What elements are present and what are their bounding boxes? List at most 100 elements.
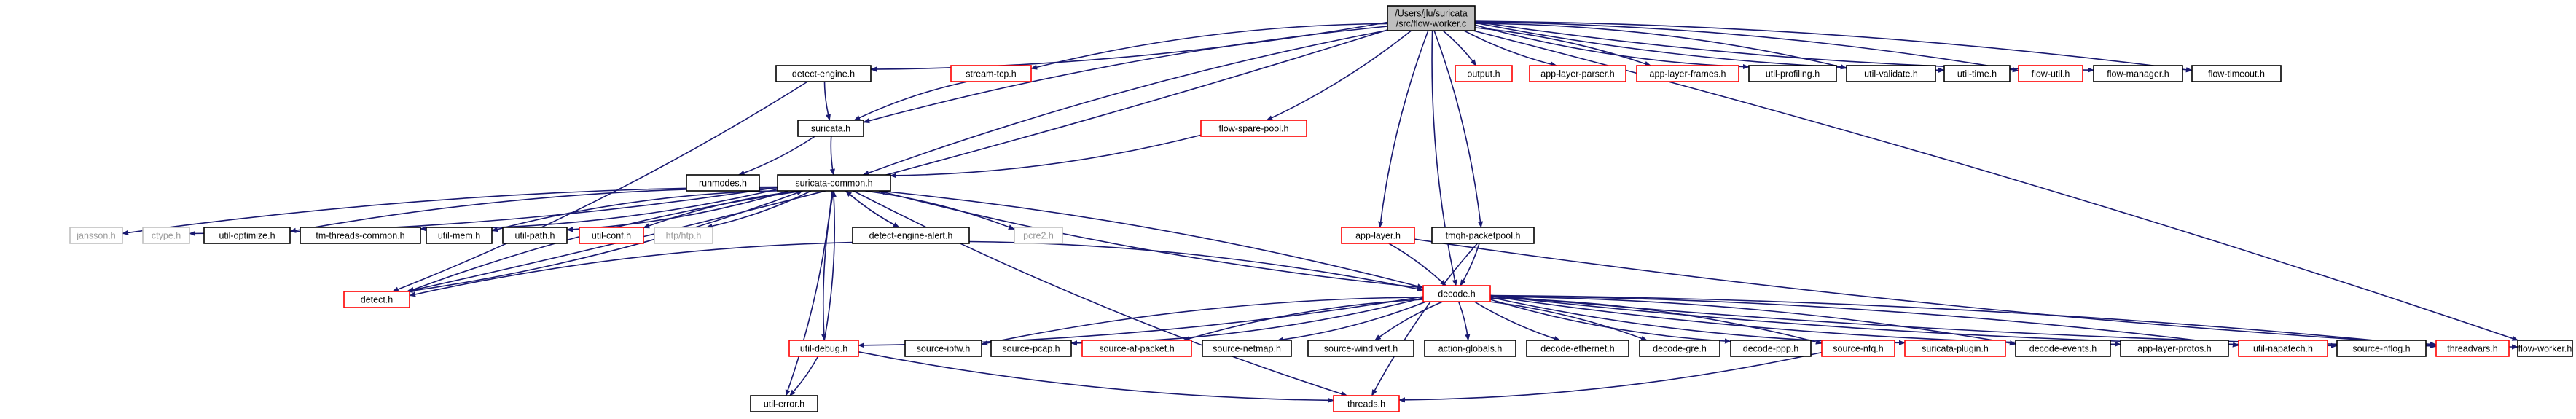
node-source-ipfw[interactable]: source-ipfw.h bbox=[904, 340, 982, 357]
node-source-af-packet[interactable]: source-af-packet.h bbox=[1081, 340, 1192, 357]
edge-root-to-decode bbox=[1431, 30, 1457, 286]
node-action-globals[interactable]: action-globals.h bbox=[1424, 340, 1516, 357]
node-app-layer-parser[interactable]: app-layer-parser.h bbox=[1529, 65, 1626, 82]
node-htp[interactable]: htp/htp.h bbox=[654, 227, 713, 244]
node-label: detect.h bbox=[361, 295, 394, 305]
edge-util-debug-to-util-error bbox=[789, 356, 819, 396]
node-box bbox=[1730, 340, 1812, 357]
node-util-error[interactable]: util-error.h bbox=[750, 395, 818, 412]
node-util-time[interactable]: util-time.h bbox=[1943, 65, 2011, 82]
node-box bbox=[852, 227, 970, 244]
node-detect[interactable]: detect.h bbox=[343, 291, 410, 308]
edge-decode-to-util-napatech bbox=[1489, 295, 2239, 348]
node-app-layer-frames[interactable]: app-layer-frames.h bbox=[1636, 65, 1739, 82]
node-source-nflog[interactable]: source-nflog.h bbox=[2336, 340, 2427, 357]
node-flow-spare-pool[interactable]: flow-spare-pool.h bbox=[1200, 120, 1307, 137]
edge-decode-to-action-globals bbox=[1457, 301, 1471, 341]
node-flow-util[interactable]: flow-util.h bbox=[2018, 65, 2083, 82]
node-detect-engine-alert[interactable]: detect-engine-alert.h bbox=[852, 227, 970, 244]
edge-layer bbox=[122, 20, 2519, 403]
edge-decode-to-decode-events bbox=[1489, 296, 2016, 346]
edge-util-debug-to-threads bbox=[858, 351, 1334, 403]
node-box bbox=[203, 227, 291, 244]
node-box bbox=[2238, 340, 2328, 357]
node-suricata-plugin[interactable]: suricata-plugin.h bbox=[1904, 340, 2006, 357]
node-flow-worker[interactable]: flow-worker.h bbox=[2517, 340, 2573, 357]
node-label: util-error.h bbox=[764, 399, 804, 410]
edge-root-to-app-layer-frames bbox=[1474, 27, 1651, 66]
node-util-path[interactable]: util-path.h bbox=[502, 227, 568, 244]
node-util-debug[interactable]: util-debug.h bbox=[788, 340, 859, 357]
edge-tmqh-packetpool-to-decode bbox=[1460, 243, 1480, 286]
node-label: app-layer-protos.h bbox=[2137, 344, 2211, 354]
edge-root-to-tmqh-packetpool bbox=[1433, 30, 1484, 228]
node-label: util-path.h bbox=[515, 231, 555, 241]
node-util-validate[interactable]: util-validate.h bbox=[1846, 65, 1936, 82]
node-decode-ppp[interactable]: decode-ppp.h bbox=[1730, 340, 1812, 357]
edge-root-to-flow-spare-pool bbox=[1266, 30, 1412, 121]
edge-detect-engine-alert-to-detect bbox=[409, 241, 853, 297]
node-label: threadvars.h bbox=[2447, 344, 2498, 354]
node-util-optimize[interactable]: util-optimize.h bbox=[203, 227, 291, 244]
node-threadvars[interactable]: threadvars.h bbox=[2435, 340, 2510, 357]
node-runmodes[interactable]: runmodes.h bbox=[686, 174, 760, 192]
edge-decode-to-util-debug bbox=[858, 296, 1424, 348]
node-source-windivert[interactable]: source-windivert.h bbox=[1307, 340, 1414, 357]
node-util-conf[interactable]: util-conf.h bbox=[579, 227, 644, 244]
node-label: util-debug.h bbox=[800, 344, 847, 354]
node-output[interactable]: output.h bbox=[1455, 65, 1513, 82]
node-suricata[interactable]: suricata.h bbox=[797, 120, 864, 137]
node-tmqh-packetpool[interactable]: tmqh-packetpool.h bbox=[1431, 227, 1535, 244]
edge-decode-to-source-af-packet bbox=[1183, 299, 1424, 342]
node-label: stream-tcp.h bbox=[966, 69, 1017, 79]
node-box bbox=[1200, 120, 1307, 137]
node-box bbox=[1821, 340, 1895, 357]
node-box bbox=[579, 227, 644, 244]
edge-detect-engine-alert-to-suricata-common bbox=[845, 190, 900, 228]
node-app-layer[interactable]: app-layer.h bbox=[1341, 227, 1415, 244]
node-decode-events[interactable]: decode-events.h bbox=[2015, 340, 2111, 357]
node-ctype[interactable]: ctype.h bbox=[142, 227, 190, 244]
node-label: flow-manager.h bbox=[2107, 69, 2169, 79]
node-source-nfq[interactable]: source-nfq.h bbox=[1821, 340, 1895, 357]
node-label: output.h bbox=[1467, 69, 1500, 79]
node-pcre2[interactable]: pcre2.h bbox=[1014, 227, 1063, 244]
node-source-pcap[interactable]: source-pcap.h bbox=[990, 340, 1072, 357]
node-box bbox=[1431, 227, 1535, 244]
node-jansson[interactable]: jansson.h bbox=[69, 227, 123, 244]
node-box bbox=[1014, 227, 1063, 244]
node-decode-gre[interactable]: decode-gre.h bbox=[1639, 340, 1720, 357]
node-root[interactable]: /Users/jlu/suricata/src/flow-worker.c bbox=[1387, 5, 1476, 31]
node-box bbox=[686, 174, 760, 192]
node-decode[interactable]: decode.h bbox=[1422, 285, 1491, 302]
edge-root-to-stream-tcp bbox=[1030, 23, 1388, 70]
node-tm-threads-common[interactable]: tm-threads-common.h bbox=[300, 227, 421, 244]
node-app-layer-protos[interactable]: app-layer-protos.h bbox=[2120, 340, 2229, 357]
node-decode-ethernet[interactable]: decode-ethernet.h bbox=[1526, 340, 1629, 357]
edge-decode-to-suricata-common bbox=[878, 189, 1424, 289]
node-label: detect-engine.h bbox=[792, 69, 855, 79]
node-detect-engine[interactable]: detect-engine.h bbox=[775, 65, 872, 82]
node-source-netmap[interactable]: source-netmap.h bbox=[1202, 340, 1292, 357]
edge-decode-to-source-windivert bbox=[1374, 301, 1444, 341]
edge-root-to-app-layer-parser bbox=[1463, 30, 1557, 67]
node-box bbox=[343, 291, 410, 308]
node-util-profiling[interactable]: util-profiling.h bbox=[1748, 65, 1837, 82]
node-label: threads.h bbox=[1347, 399, 1385, 410]
node-threads[interactable]: threads.h bbox=[1333, 395, 1400, 412]
node-util-mem[interactable]: util-mem.h bbox=[426, 227, 493, 244]
node-util-napatech[interactable]: util-napatech.h bbox=[2238, 340, 2328, 357]
node-box bbox=[1424, 340, 1516, 357]
node-flow-manager[interactable]: flow-manager.h bbox=[2093, 65, 2183, 82]
edge-decode-to-source-netmap bbox=[1277, 301, 1427, 342]
node-label: util-mem.h bbox=[438, 231, 480, 241]
edge-root-to-app-layer bbox=[1378, 30, 1429, 228]
node-label: util-validate.h bbox=[1864, 69, 1918, 79]
edge-app-layer-to-decode bbox=[1388, 243, 1446, 286]
node-flow-timeout[interactable]: flow-timeout.h bbox=[2191, 65, 2282, 82]
edge-detect-engine-to-detect bbox=[391, 81, 808, 292]
node-suricata-common[interactable]: suricata-common.h bbox=[777, 174, 891, 192]
node-box bbox=[788, 340, 859, 357]
node-stream-tcp[interactable]: stream-tcp.h bbox=[950, 65, 1032, 82]
